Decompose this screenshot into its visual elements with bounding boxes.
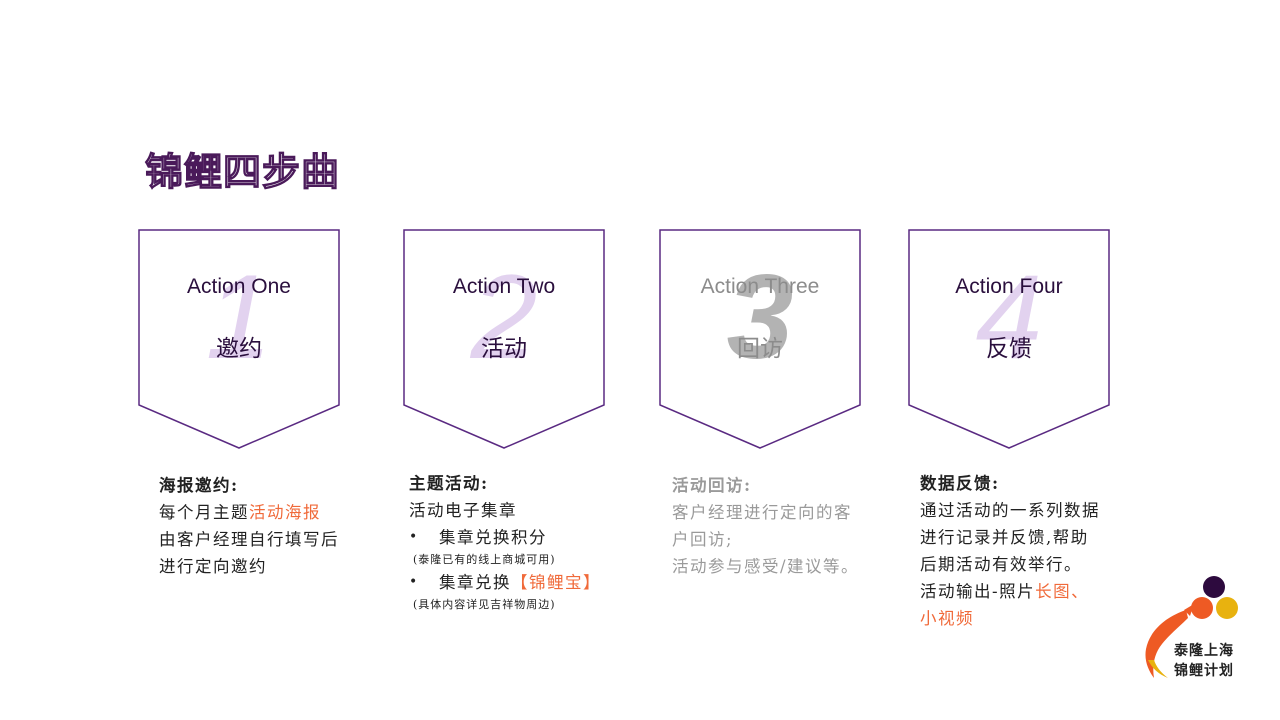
bullet-item: • 集章兑换积分 [409, 524, 601, 551]
step-title-zh: 反馈 [986, 336, 1032, 362]
bullet-item: • 集章兑换【锦鲤宝】 [409, 569, 601, 596]
step-card-4: 4 Action Four 反馈 [908, 229, 1110, 449]
description-line: 活动电子集章 [409, 501, 517, 520]
step-title-en: Action Three [700, 275, 820, 298]
highlight-text: 小视频 [920, 609, 974, 628]
text: 活动输出-照片 [920, 582, 1036, 601]
step-number: 2 [470, 250, 538, 384]
description-line: 进行记录并反馈,帮助 [920, 528, 1089, 547]
koi-fish-icon [1145, 604, 1194, 678]
step-title-zh: 活动 [481, 336, 527, 362]
description-heading: 数据反馈: [920, 474, 1000, 493]
description-heading: 主题活动: [409, 474, 489, 493]
step-title-en: Action Four [955, 275, 1063, 298]
step-title-zh: 回访 [737, 336, 783, 362]
step-card-2: 2 Action Two 活动 [403, 229, 605, 449]
description-line: 通过活动的一系列数据 [920, 501, 1100, 520]
bullet-text: 集章兑换 [439, 573, 511, 592]
highlight-text: 【锦鲤宝】 [511, 573, 601, 592]
step-4-description: 数据反馈: 通过活动的一系列数据 进行记录并反馈,帮助 后期活动有效举行。 活动… [920, 470, 1100, 632]
step-number: 3 [726, 250, 794, 384]
step-card-3: 3 Action Three 回访 [659, 229, 861, 449]
step-number: 4 [975, 250, 1043, 384]
highlight-text: 活动海报 [249, 503, 321, 522]
chevron-shape [403, 229, 605, 449]
description-line: 客户经理进行定向的客 [672, 503, 852, 522]
step-title-zh: 邀约 [216, 336, 262, 362]
description-line: 由客户经理自行填写后 [159, 530, 339, 549]
logo-text-line1: 泰隆上海 [1174, 643, 1234, 659]
logo-text-line2: 锦鲤计划 [1174, 663, 1234, 679]
dark-circle-icon [1203, 576, 1225, 598]
bullet-icon: • [409, 529, 419, 545]
description-line: 进行定向邀约 [159, 557, 267, 576]
step-1-description: 海报邀约: 每个月主题活动海报 由客户经理自行填写后 进行定向邀约 [159, 472, 339, 580]
description-line: 户回访; [672, 530, 734, 549]
brand-logo: 泰隆上海 锦鲤计划 [1138, 574, 1248, 684]
note-text: (泰隆已有的线上商城可用) [413, 553, 556, 566]
chevron-shape [138, 229, 340, 449]
step-number: 1 [205, 250, 273, 384]
step-2-description: 主题活动: 活动电子集章 • 集章兑换积分 (泰隆已有的线上商城可用) • 集章… [409, 470, 601, 614]
description-heading: 活动回访: [672, 476, 752, 495]
step-title-en: Action One [187, 275, 291, 298]
yellow-circle-icon [1216, 597, 1238, 619]
description-line: 活动输出-照片长图、 [920, 578, 1100, 605]
page-title: 锦鲤四步曲 [144, 149, 341, 194]
bullet-text: 集章兑换积分 [439, 528, 547, 547]
orange-circle-icon [1191, 597, 1213, 619]
description-line: 活动参与感受/建议等。 [672, 557, 860, 576]
description-line: 后期活动有效举行。 [920, 555, 1082, 574]
note-text: (具体内容详见吉祥物周边) [413, 598, 556, 611]
step-card-1: 1 Action One 邀约 [138, 229, 340, 449]
step-3-description: 活动回访: 客户经理进行定向的客 户回访; 活动参与感受/建议等。 [672, 472, 859, 580]
highlight-text: 长图、 [1035, 582, 1090, 601]
chevron-shape [908, 229, 1110, 449]
chevron-shape [659, 229, 861, 449]
description-line: 每个月主题活动海报 [159, 499, 339, 526]
bullet-icon: • [409, 574, 419, 590]
text: 每个月主题 [159, 503, 249, 522]
description-heading: 海报邀约: [159, 476, 239, 495]
step-title-en: Action Two [452, 275, 556, 298]
